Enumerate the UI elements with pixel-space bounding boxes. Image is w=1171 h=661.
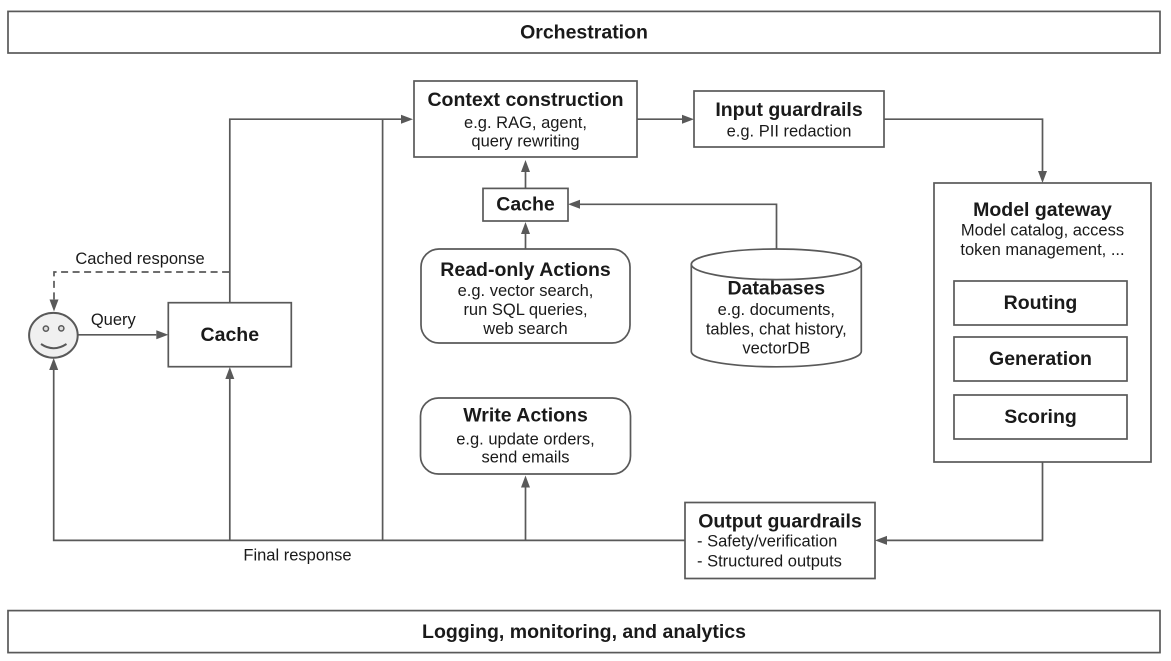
svg-text:Write Actions: Write Actions <box>463 405 588 427</box>
svg-text:Cache: Cache <box>496 194 555 216</box>
svg-text:- Structured outputs: - Structured outputs <box>697 553 842 571</box>
svg-text:tables, chat history,: tables, chat history, <box>706 321 847 339</box>
svg-text:Model catalog, access: Model catalog, access <box>961 222 1124 240</box>
svg-text:- Safety/verification: - Safety/verification <box>697 533 837 551</box>
svg-text:Orchestration: Orchestration <box>520 21 648 43</box>
svg-text:Generation: Generation <box>989 348 1092 370</box>
svg-text:Cache: Cache <box>201 324 260 346</box>
svg-text:Read-only Actions: Read-only Actions <box>440 259 611 281</box>
svg-text:e.g. documents,: e.g. documents, <box>718 301 835 319</box>
svg-text:Output guardrails: Output guardrails <box>698 511 862 533</box>
svg-text:Routing: Routing <box>1004 292 1078 314</box>
svg-text:Context construction: Context construction <box>427 89 623 111</box>
svg-text:token management, ...: token management, ... <box>960 241 1124 259</box>
svg-text:web search: web search <box>482 320 567 338</box>
svg-text:send emails: send emails <box>481 449 569 467</box>
svg-text:Scoring: Scoring <box>1004 406 1077 428</box>
svg-text:Input guardrails: Input guardrails <box>715 99 863 121</box>
svg-text:query rewriting: query rewriting <box>471 133 579 151</box>
svg-text:run SQL queries,: run SQL queries, <box>463 301 587 319</box>
svg-text:Final response: Final response <box>243 547 351 565</box>
svg-text:Logging, monitoring, and analy: Logging, monitoring, and analytics <box>422 621 746 643</box>
svg-text:Query: Query <box>91 311 137 329</box>
svg-text:Databases: Databases <box>728 277 826 299</box>
svg-text:Model gateway: Model gateway <box>973 199 1112 221</box>
svg-text:vectorDB: vectorDB <box>742 339 810 357</box>
svg-text:e.g. RAG, agent,: e.g. RAG, agent, <box>464 114 587 132</box>
svg-text:Cached response: Cached response <box>75 250 204 268</box>
svg-text:e.g. PII redaction: e.g. PII redaction <box>727 123 852 141</box>
svg-text:e.g. vector search,: e.g. vector search, <box>458 282 594 300</box>
svg-text:e.g. update orders,: e.g. update orders, <box>456 431 595 449</box>
